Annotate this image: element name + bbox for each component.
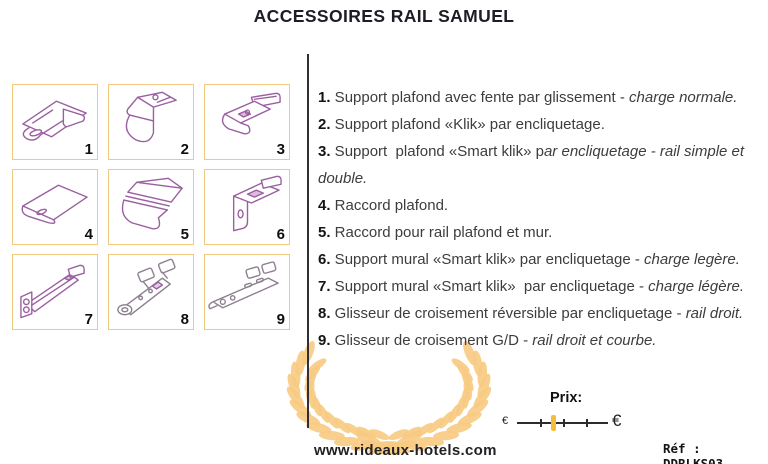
- thumbnail-box-7: 7: [12, 254, 98, 330]
- thumbnail-number: 8: [180, 311, 189, 328]
- thumbnail-number: 2: [180, 141, 189, 158]
- item-number: 9.: [318, 332, 331, 349]
- item-text: Support mural «Smart klik» par encliquet…: [330, 278, 649, 295]
- long-wall-bracket-drawing: [20, 264, 85, 319]
- item-number: 7.: [318, 278, 331, 295]
- euro-max-icon: €: [612, 411, 622, 430]
- thumbnail-box-5: 5: [108, 169, 194, 245]
- thumbnail-box-2: 2: [108, 84, 194, 160]
- item-number: 1.: [318, 89, 331, 106]
- thumbnail-grid: 1 2 3: [12, 84, 290, 330]
- item-text: Support mural «Smart klik» par encliquet…: [330, 251, 644, 268]
- list-item-6: 6. Support mural «Smart klik» par encliq…: [318, 246, 768, 273]
- item-number: 4.: [318, 197, 331, 214]
- thumbnail-number: 9: [276, 311, 285, 328]
- price-tick: [540, 419, 542, 427]
- ceiling-support-smart-klik-drawing: [221, 92, 281, 135]
- price-indicator-block: Prix: € €: [500, 390, 640, 438]
- thumbnail-box-4: 4: [12, 169, 98, 245]
- list-item-4: 4. Raccord plafond.: [318, 192, 768, 219]
- list-item-7: 7. Support mural «Smart klik» par encliq…: [318, 273, 768, 300]
- price-level-marker: [551, 415, 556, 431]
- item-text: Support plafond «Smart klik» p: [330, 143, 544, 160]
- list-item-8: 8. Glisseur de croisement réversible par…: [318, 300, 768, 327]
- thumbnail-box-8: 8: [108, 254, 194, 330]
- ceiling-support-klik-drawing: [125, 91, 177, 143]
- item-number: 2.: [318, 116, 331, 133]
- thumbnail-number: 1: [84, 141, 93, 158]
- price-tick: [563, 419, 565, 427]
- wall-support-smart-klik-drawing: [232, 175, 282, 232]
- ceiling-connector-drawing: [21, 184, 88, 225]
- list-item-9: 9. Glisseur de croisement G/D - rail dro…: [318, 327, 768, 354]
- thumbnail-number: 6: [276, 226, 285, 243]
- item-number: 8.: [318, 305, 331, 322]
- thumbnail-number: 4: [84, 226, 93, 243]
- item-text: Raccord pour rail plafond et mur.: [330, 224, 553, 241]
- item-italic-text: charge normale.: [629, 89, 738, 106]
- item-number: 5.: [318, 224, 331, 241]
- price-label: Prix:: [550, 390, 583, 406]
- thumbnail-number: 5: [180, 226, 189, 243]
- item-text: Glisseur de croisement réversible par en…: [330, 305, 686, 322]
- item-italic-text: ar encliquetage - rail simple et double.: [318, 143, 749, 187]
- crossing-glider-gd-drawing: [208, 261, 279, 310]
- page-title: ACCESSOIRES RAIL SAMUEL: [253, 6, 515, 26]
- item-italic-text: charge legère.: [644, 251, 740, 268]
- list-item-3: 3. Support plafond «Smart klik» par encl…: [318, 138, 768, 192]
- vertical-divider: [307, 54, 309, 428]
- accessory-list: 1. Support plafond avec fente par glisse…: [318, 84, 768, 354]
- item-italic-text: rail droit.: [685, 305, 744, 322]
- item-number: 3.: [318, 143, 331, 160]
- list-item-5: 5. Raccord pour rail plafond et mur.: [318, 219, 768, 246]
- item-text: Support plafond «Klik» par encliquetage.: [330, 116, 605, 133]
- rail-wall-ceiling-connector-drawing: [121, 177, 183, 230]
- item-text: Raccord plafond.: [330, 197, 449, 214]
- item-text: Glisseur de croisement G/D -: [330, 332, 533, 349]
- reference-code: Réf : DDRLKS03: [663, 441, 724, 464]
- ceiling-support-slot-drawing: [22, 100, 87, 141]
- website-url: www.rideaux-hotels.com: [314, 442, 497, 459]
- item-text: Support plafond avec fente par glissemen…: [330, 89, 630, 106]
- thumbnail-box-9: 9: [204, 254, 290, 330]
- thumbnail-box-3: 3: [204, 84, 290, 160]
- item-italic-text: rail droit et courbe.: [532, 332, 657, 349]
- thumbnail-box-1: 1: [12, 84, 98, 160]
- item-italic-text: charge légère.: [648, 278, 745, 295]
- euro-min-icon: €: [502, 415, 509, 427]
- price-tick: [586, 419, 588, 427]
- list-item-1: 1. Support plafond avec fente par glisse…: [318, 84, 768, 111]
- thumbnail-box-6: 6: [204, 169, 290, 245]
- reversible-crossing-glider-drawing: [117, 258, 176, 316]
- list-item-2: 2. Support plafond «Klik» par encliqueta…: [318, 111, 768, 138]
- thumbnail-number: 3: [276, 141, 285, 158]
- price-scale-line: [517, 422, 608, 424]
- item-number: 6.: [318, 251, 331, 268]
- thumbnail-number: 7: [84, 311, 93, 328]
